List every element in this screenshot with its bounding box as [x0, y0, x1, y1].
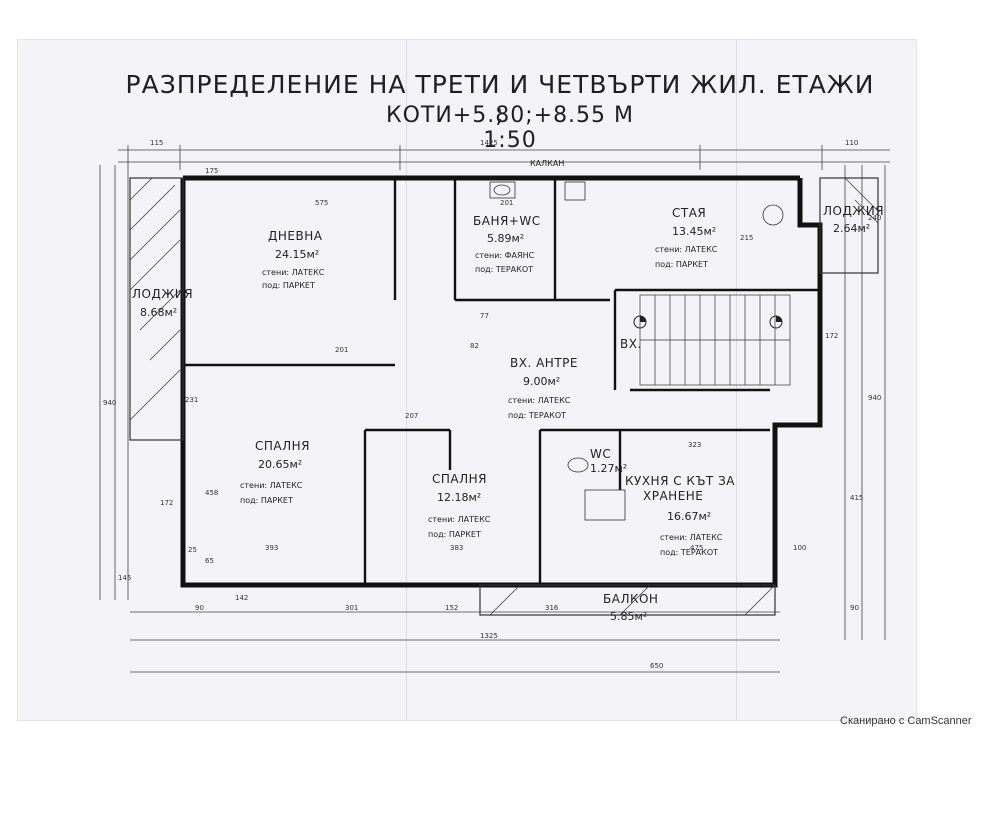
- room-name-balkon: БАЛКОН: [603, 592, 658, 606]
- dim-misc-2: 323: [688, 441, 701, 449]
- dim-bottom-5: 650: [650, 662, 663, 670]
- room-area-banya: 5.89м²: [487, 232, 524, 245]
- plan-title: РАЗПРЕДЕЛЕНИЕ НА ТРЕТИ И ЧЕТВЪРТИ ЖИЛ. Е…: [125, 70, 875, 128]
- room-walls-kuhnya: стени: ЛАТЕКС: [660, 533, 723, 542]
- scanner-watermark: Сканирано с CamScanner: [840, 715, 972, 727]
- interior-walls: [183, 178, 820, 585]
- dim-top-inner-2: 201: [500, 199, 513, 207]
- dim-bottom-4: 316: [545, 604, 559, 612]
- drawing-sheet: [18, 40, 916, 720]
- dim-left-0: 940: [103, 399, 116, 407]
- dim-bottom-2: 301: [345, 604, 358, 612]
- room-walls-spalnya-2: стени: ЛАТЕКС: [428, 515, 491, 524]
- room-area-lodzhia-left: 8.68м²: [140, 306, 177, 319]
- room-walls-antre: стени: ЛАТЕКС: [508, 396, 571, 405]
- dim-right-2: 172: [825, 332, 838, 340]
- room-walls-banya: стени: ФАЯНС: [475, 251, 535, 260]
- room-name-staya: СТАЯ: [672, 206, 706, 220]
- room-floor-spalnya-1: под: ПАРКЕТ: [240, 496, 293, 505]
- room-floor-staya: под: ПАРКЕТ: [655, 260, 708, 269]
- room-area-antre: 9.00м²: [523, 375, 560, 388]
- dim-misc-9: 458: [205, 489, 218, 497]
- room-name-vh: ВХ.: [620, 337, 642, 351]
- staircase: [639, 294, 791, 386]
- bath-fixtures: [489, 181, 784, 521]
- room-name-banya: БАНЯ+WC: [473, 214, 541, 228]
- dim-right-4: 90: [850, 604, 859, 612]
- dim-misc-7: 77: [480, 312, 489, 320]
- room-area-spalnya-1: 20.65м²: [258, 458, 302, 471]
- dim-misc-10: 25: [188, 546, 197, 554]
- dim-misc-3: 475: [690, 544, 703, 552]
- dim-misc-1: 383: [450, 544, 463, 552]
- room-floor-banya: под: ТЕРАКОТ: [475, 265, 533, 274]
- room-name-kuhnya-2: ХРАНЕНЕ: [643, 489, 703, 503]
- plan-subtitle: КОТИ+5.80;+8.55 М 1:50: [385, 103, 635, 153]
- room-name-kuhnya: КУХНЯ С КЪТ ЗА: [625, 474, 735, 488]
- dim-left-1: 145: [118, 574, 131, 582]
- room-floor-antre: под: ТЕРАКОТ: [508, 411, 566, 420]
- room-walls-spalnya-1: стени: ЛАТЕКС: [240, 481, 303, 490]
- dim-right-1: 415: [850, 494, 863, 502]
- loggia-hatch: [129, 177, 879, 616]
- room-floor-kuhnya: под: ТЕРАКОТ: [660, 548, 718, 557]
- dim-misc-11: 65: [205, 557, 214, 565]
- room-walls-dnevna: стени: ЛАТЕКС: [262, 268, 325, 277]
- dim-top-inner-0: 175: [205, 167, 218, 175]
- dim-misc-8: 231: [185, 396, 198, 404]
- dim-misc-5: 207: [405, 412, 418, 420]
- room-area-wc: 1.27м²: [590, 462, 627, 475]
- room-name-dnevna: ДНЕВНА: [268, 229, 323, 243]
- dim-top-inner-1: 575: [315, 199, 328, 207]
- room-area-kuhnya: 16.67м²: [667, 510, 711, 523]
- dim-bottom-0: 90: [195, 604, 204, 612]
- dim-misc-6: 82: [470, 342, 479, 350]
- room-name-lodzhia-right: ЛОДЖИЯ: [823, 204, 884, 218]
- room-name-lodzhia-left: ЛОДЖИЯ: [132, 287, 193, 301]
- room-area-staya: 13.45м²: [672, 225, 716, 238]
- room-floor-dnevna: под: ПАРКЕТ: [262, 281, 315, 290]
- room-name-spalnya-1: СПАЛНЯ: [255, 439, 310, 453]
- dim-top-inner-3: 201: [335, 346, 348, 354]
- room-name-antre: ВХ. АНТРЕ: [510, 356, 578, 370]
- dim-left-2: 172: [160, 499, 173, 507]
- top-wall-label: КАЛКАН: [530, 159, 564, 168]
- room-area-dnevna: 24.15м²: [275, 248, 319, 261]
- dim-top-inner-4: 215: [740, 234, 753, 242]
- dim-misc-4: 100: [793, 544, 806, 552]
- room-name-wc: WC: [590, 447, 611, 461]
- dim-bottom-6: 1325: [480, 632, 498, 640]
- paper-fold: [406, 40, 407, 720]
- dim-top-2: 110: [845, 139, 858, 147]
- dim-misc-0: 393: [265, 544, 278, 552]
- dim-top-0: 115: [150, 139, 163, 147]
- dim-right-3: 940: [868, 394, 881, 402]
- room-area-spalnya-2: 12.18м²: [437, 491, 481, 504]
- dim-right-0: 240: [868, 214, 881, 222]
- dim-top-1: 1425: [480, 139, 498, 147]
- dim-bottom-1: 142: [235, 594, 248, 602]
- room-area-lodzhia-right: 2.64м²: [833, 222, 870, 235]
- room-walls-staya: стени: ЛАТЕКС: [655, 245, 718, 254]
- room-floor-spalnya-2: под: ПАРКЕТ: [428, 530, 481, 539]
- dim-bottom-3: 152: [445, 604, 458, 612]
- room-area-balkon: 5.85м²: [610, 610, 647, 623]
- paper-fold: [736, 40, 737, 720]
- dimension-lines: [99, 145, 890, 673]
- level-markers: [633, 315, 783, 329]
- room-name-spalnya-2: СПАЛНЯ: [432, 472, 487, 486]
